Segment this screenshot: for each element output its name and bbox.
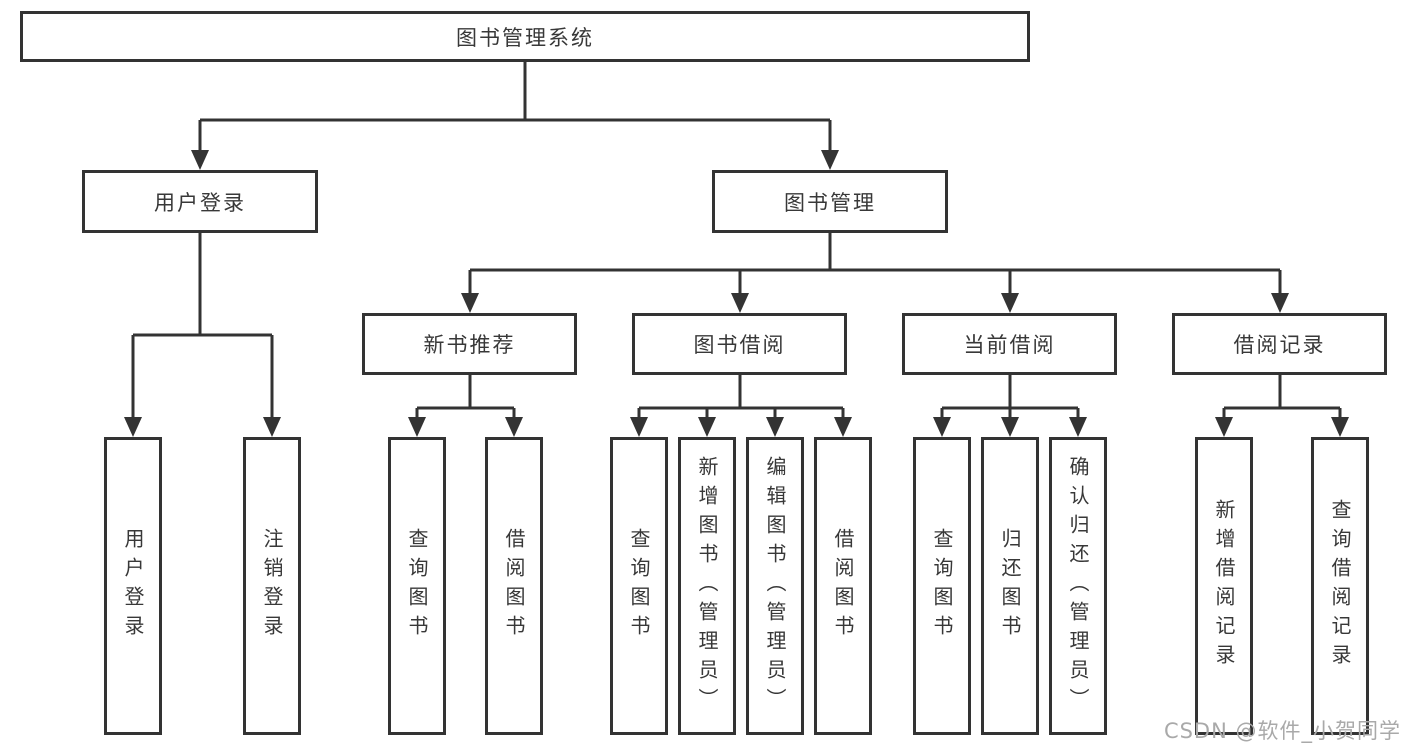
node-current-borrow: 当前借阅	[902, 313, 1117, 375]
leaf-query-books-recommend: 查询图书	[388, 437, 446, 735]
leaf-label: 确认归还（管理员）	[1066, 455, 1090, 717]
leaf-label: 查询借阅记录	[1328, 499, 1352, 673]
leaf-label: 编辑图书（管理员）	[763, 455, 787, 717]
leaf-query-books-borrow: 查询图书	[610, 437, 668, 735]
leaf-user-login: 用户登录	[104, 437, 162, 735]
watermark-text: CSDN @软件_小贺同学	[1163, 719, 1401, 743]
leaf-add-borrow-record: 新增借阅记录	[1195, 437, 1253, 735]
leaf-label: 借阅图书	[502, 528, 526, 644]
leaf-borrow-books-borrow: 借阅图书	[814, 437, 872, 735]
leaf-label: 新增图书（管理员）	[695, 455, 719, 717]
node-borrow-records: 借阅记录	[1172, 313, 1387, 375]
leaf-label: 归还图书	[998, 528, 1022, 644]
leaf-return-book: 归还图书	[981, 437, 1039, 735]
leaf-label: 注销登录	[260, 528, 284, 644]
leaf-borrow-books-recommend: 借阅图书	[485, 437, 543, 735]
leaf-edit-book-admin: 编辑图书（管理员）	[746, 437, 804, 735]
leaf-label: 查询图书	[930, 528, 954, 644]
node-book-borrow: 图书借阅	[632, 313, 847, 375]
leaf-logout: 注销登录	[243, 437, 301, 735]
node-user-login: 用户登录	[82, 170, 318, 233]
leaf-label: 用户登录	[121, 528, 145, 644]
node-book-management: 图书管理	[712, 170, 948, 233]
node-new-book-recommend: 新书推荐	[362, 313, 577, 375]
leaf-confirm-return-admin: 确认归还（管理员）	[1049, 437, 1107, 735]
leaf-add-book-admin: 新增图书（管理员）	[678, 437, 736, 735]
node-root-system: 图书管理系统	[20, 11, 1030, 62]
leaf-label: 新增借阅记录	[1212, 499, 1236, 673]
leaf-label: 借阅图书	[831, 528, 855, 644]
leaf-label: 查询图书	[405, 528, 429, 644]
leaf-query-borrow-record: 查询借阅记录	[1311, 437, 1369, 735]
leaf-label: 查询图书	[627, 528, 651, 644]
leaf-query-books-current: 查询图书	[913, 437, 971, 735]
